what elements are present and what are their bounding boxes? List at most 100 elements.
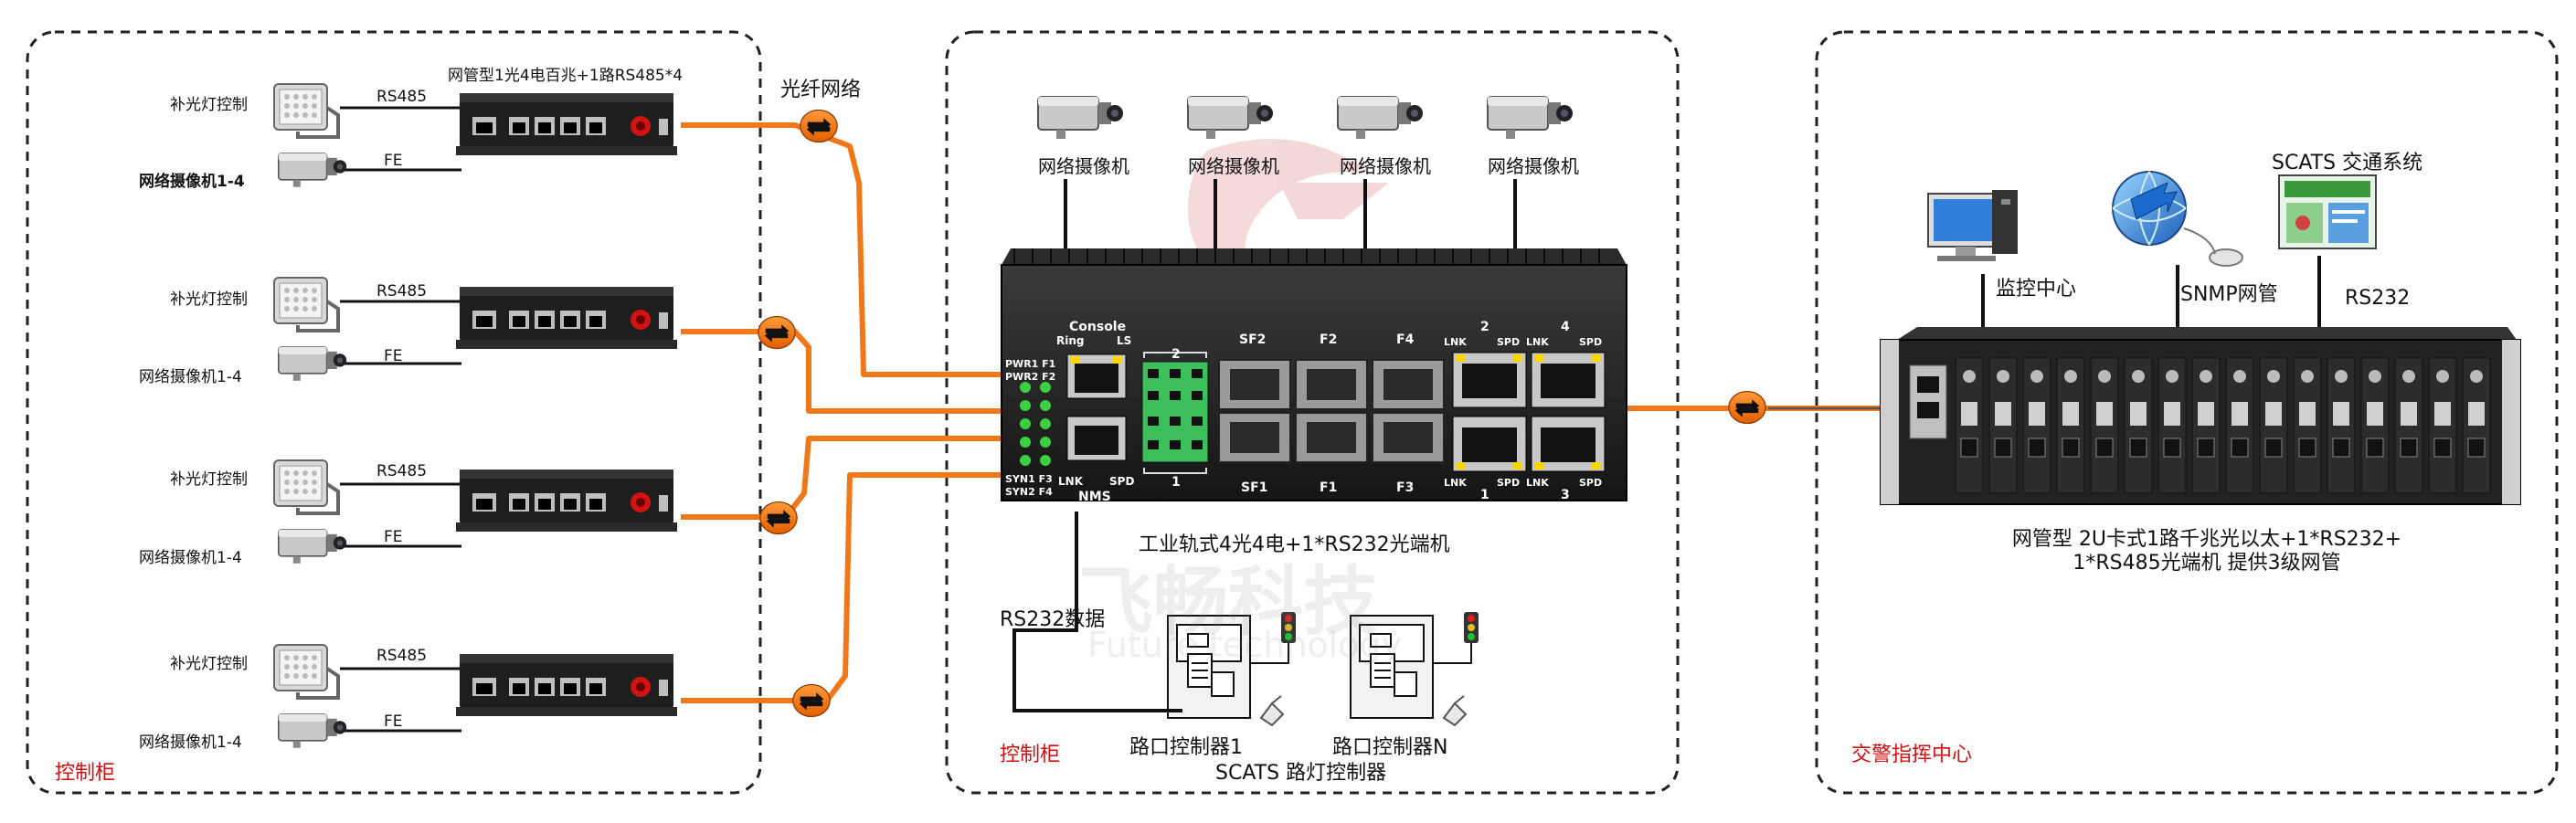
panel-nms: NMS <box>1078 490 1111 504</box>
fe-label-2: FE <box>384 347 403 365</box>
rack-card-port <box>1961 402 1977 426</box>
panel-lnk-1: LNK <box>1444 477 1467 489</box>
light-label-1: 补光灯控制 <box>170 96 248 114</box>
ip-camera-icon <box>1487 96 1574 140</box>
rack-chassis <box>1880 327 2521 505</box>
rack-card-port <box>2198 402 2214 426</box>
rack-card-knob <box>2233 370 2246 383</box>
fiber-network-icon-2 <box>758 315 796 350</box>
industrial-switch <box>1001 248 1627 501</box>
rack-card-port <box>2096 402 2113 426</box>
scats-label: SCATS 交通系统 <box>2272 152 2423 174</box>
rs232-right-label: RS232 <box>2345 287 2411 310</box>
fiber-switch-small <box>456 93 677 155</box>
light-label-2: 补光灯控制 <box>170 290 248 309</box>
camera-caption-3: 网络摄像机 <box>1340 155 1431 177</box>
camera-label-4: 网络摄像机1-4 <box>139 733 242 752</box>
fiber-network-label: 光纤网络 <box>780 79 862 101</box>
floodlight-icon <box>272 276 340 332</box>
fiber-line-1 <box>681 122 1012 377</box>
fe-label-1: FE <box>384 152 403 170</box>
rack-card-knob <box>2200 370 2212 383</box>
floodlight-icon <box>272 82 340 139</box>
rack-card-port <box>2467 438 2486 458</box>
camera-label-3: 网络摄像机1-4 <box>139 549 242 567</box>
rs485-label-4: RS485 <box>376 647 428 665</box>
panel-f3: F3 <box>1396 480 1415 495</box>
rack-card-port <box>2434 402 2451 426</box>
controllers-caption: SCATS 路灯控制器 <box>1215 762 1387 785</box>
panel-port4: 4 <box>1561 320 1570 334</box>
rs232-data-label: RS232数据 <box>1000 608 1106 631</box>
panel-lnk-4: LNK <box>1526 336 1549 348</box>
rack-card-port <box>2332 438 2350 458</box>
watermark-en: Future technology <box>1087 625 1403 665</box>
rack-card-port <box>1960 438 1978 458</box>
scats-screen-icon <box>2278 174 2377 249</box>
rack-card-port <box>2298 438 2316 458</box>
watermark-cn: 飞畅科技 <box>1078 559 1379 646</box>
panel-spd-2: SPD <box>1497 336 1521 348</box>
panel-spd-console: SPD <box>1109 475 1135 488</box>
fe-label-4: FE <box>384 712 403 731</box>
panel-spd-3: SPD <box>1579 477 1603 489</box>
left-cabinet-label: 控制柜 <box>55 762 116 785</box>
rack-card-port <box>2367 402 2383 426</box>
rack-card-knob <box>2369 370 2381 383</box>
rs485-label-1: RS485 <box>376 88 428 106</box>
panel-f4: F4 <box>1396 332 1415 347</box>
panel-sf1: SF1 <box>1241 480 1268 495</box>
rack-card-port <box>2333 402 2349 426</box>
rack-card-knob <box>2166 370 2178 383</box>
monitor-pc-icon <box>1927 190 2018 261</box>
rack-card-port <box>2231 438 2249 458</box>
fiber-network-icon-right <box>1728 390 1766 425</box>
ip-camera-icon <box>1037 96 1124 140</box>
panel-lnk-3: LNK <box>1526 477 1549 489</box>
panel-port2: 2 <box>1480 320 1489 334</box>
fiber-switch-small <box>456 470 677 532</box>
rack-card-port <box>2095 438 2114 458</box>
rack-card-port <box>2468 402 2485 426</box>
camera-caption-1: 网络摄像机 <box>1038 155 1129 177</box>
panel-syn2: SYN2 F4 <box>1005 486 1053 498</box>
panel-term-top: 2 <box>1171 347 1181 362</box>
camera-caption-2: 网络摄像机 <box>1188 155 1279 177</box>
rack-card-port <box>2130 402 2147 426</box>
panel-f2: F2 <box>1320 332 1338 347</box>
rack-card-knob <box>1963 370 1976 383</box>
fiber-network-icon-top <box>800 109 838 143</box>
panel-sf2: SF2 <box>1239 332 1267 347</box>
snmp-label: SNMP网管 <box>2180 283 2278 306</box>
rack-card-port <box>2400 438 2418 458</box>
monitor-center-label: 监控中心 <box>1996 278 2077 301</box>
rack-card-port <box>2164 402 2180 426</box>
right-center-label: 交警指挥中心 <box>1851 744 1973 766</box>
panel-ls: LS <box>1117 334 1132 347</box>
rack-card-knob <box>2098 370 2111 383</box>
fiber-switch-small <box>456 654 677 716</box>
panel-console: Console <box>1069 320 1127 334</box>
rack-card-knob <box>2030 370 2043 383</box>
rack-card-port <box>2401 402 2417 426</box>
panel-spd-4: SPD <box>1579 336 1603 348</box>
light-label-3: 补光灯控制 <box>170 470 248 489</box>
rack-card-port <box>2029 402 2045 426</box>
rack-card-port <box>2433 438 2452 458</box>
fe-label-3: FE <box>384 528 403 546</box>
panel-spd-1: SPD <box>1497 477 1521 489</box>
panel-f1: F1 <box>1320 480 1338 495</box>
chassis-caption-1: 网管型 2U卡式1路千兆光以太+1*RS232+ <box>2011 528 2402 551</box>
snmp-globe-icon <box>2112 171 2243 267</box>
ip-camera-icon <box>277 529 347 564</box>
rack-card-port <box>2265 402 2282 426</box>
switch-title: 工业轨式4光4电+1*RS232光端机 <box>1139 533 1450 556</box>
controller-n-label: 路口控制器N <box>1332 736 1448 759</box>
panel-port3: 3 <box>1561 488 1570 502</box>
fiber-network-icon-4 <box>792 683 831 718</box>
left-cabinet-border <box>26 30 762 795</box>
fiber-line-2 <box>681 329 1012 414</box>
panel-lnk-console: LNK <box>1058 475 1083 488</box>
rack-card-port <box>2264 438 2283 458</box>
